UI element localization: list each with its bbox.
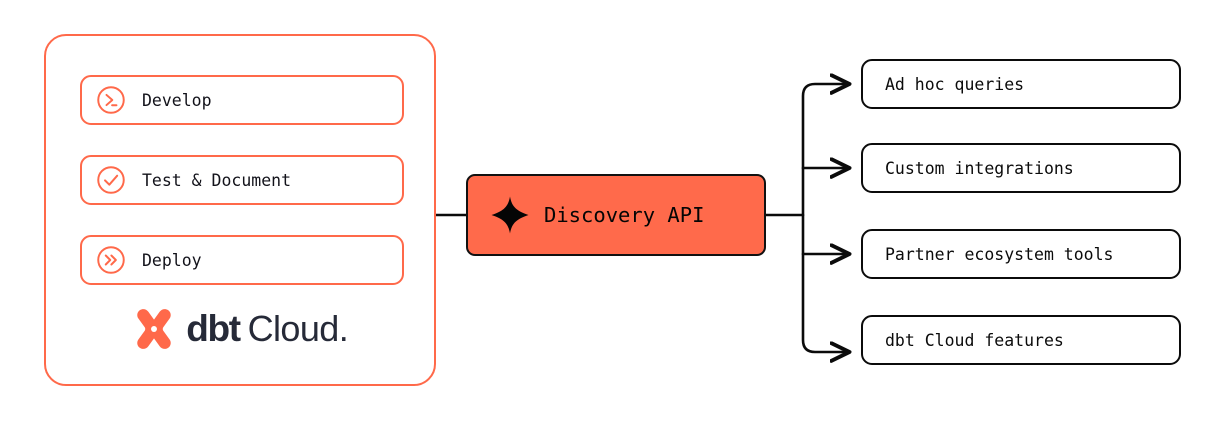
- wire-branch-trunk: [801, 84, 849, 217]
- consumer-label: Custom integrations: [885, 158, 1074, 178]
- wordmark-trailing-dot: .: [338, 308, 349, 349]
- sparkle-star-icon: [491, 196, 529, 234]
- stage-label: Test & Document: [142, 170, 292, 190]
- discovery-api-node[interactable]: Discovery API: [466, 174, 766, 256]
- stage-label: Develop: [142, 90, 212, 110]
- dbt-x-mark-icon: [137, 309, 172, 349]
- consumer-dbt-cloud-features[interactable]: dbt Cloud features: [861, 315, 1181, 365]
- wire-branch-trunk-lower: [801, 213, 849, 352]
- consumer-partner-ecosystem-tools[interactable]: Partner ecosystem tools: [861, 229, 1181, 279]
- dbt-cloud-logo: dbt Cloud .: [46, 306, 434, 352]
- stage-item-develop[interactable]: Develop: [80, 75, 404, 125]
- consumer-label: dbt Cloud features: [885, 330, 1064, 350]
- consumer-label: Partner ecosystem tools: [885, 244, 1114, 264]
- consumer-custom-integrations[interactable]: Custom integrations: [861, 143, 1181, 193]
- stage-item-test-and-document[interactable]: Test & Document: [80, 155, 404, 205]
- dbt-cloud-wordmark: dbt Cloud .: [186, 308, 348, 350]
- discovery-api-label: Discovery API: [544, 203, 705, 227]
- stage-label: Deploy: [142, 250, 202, 270]
- double-chevron-right-icon: [97, 246, 125, 274]
- stage-item-deploy[interactable]: Deploy: [80, 235, 404, 285]
- wordmark-cloud: Cloud: [247, 308, 340, 349]
- consumer-label: Ad hoc queries: [885, 74, 1025, 94]
- dbt-cloud-panel: Develop Test & Document Deploy dbt: [44, 34, 436, 386]
- terminal-prompt-icon: [97, 86, 125, 114]
- check-circle-icon: [97, 166, 125, 194]
- consumer-ad-hoc-queries[interactable]: Ad hoc queries: [861, 59, 1181, 109]
- wordmark-dbt: dbt: [186, 308, 241, 349]
